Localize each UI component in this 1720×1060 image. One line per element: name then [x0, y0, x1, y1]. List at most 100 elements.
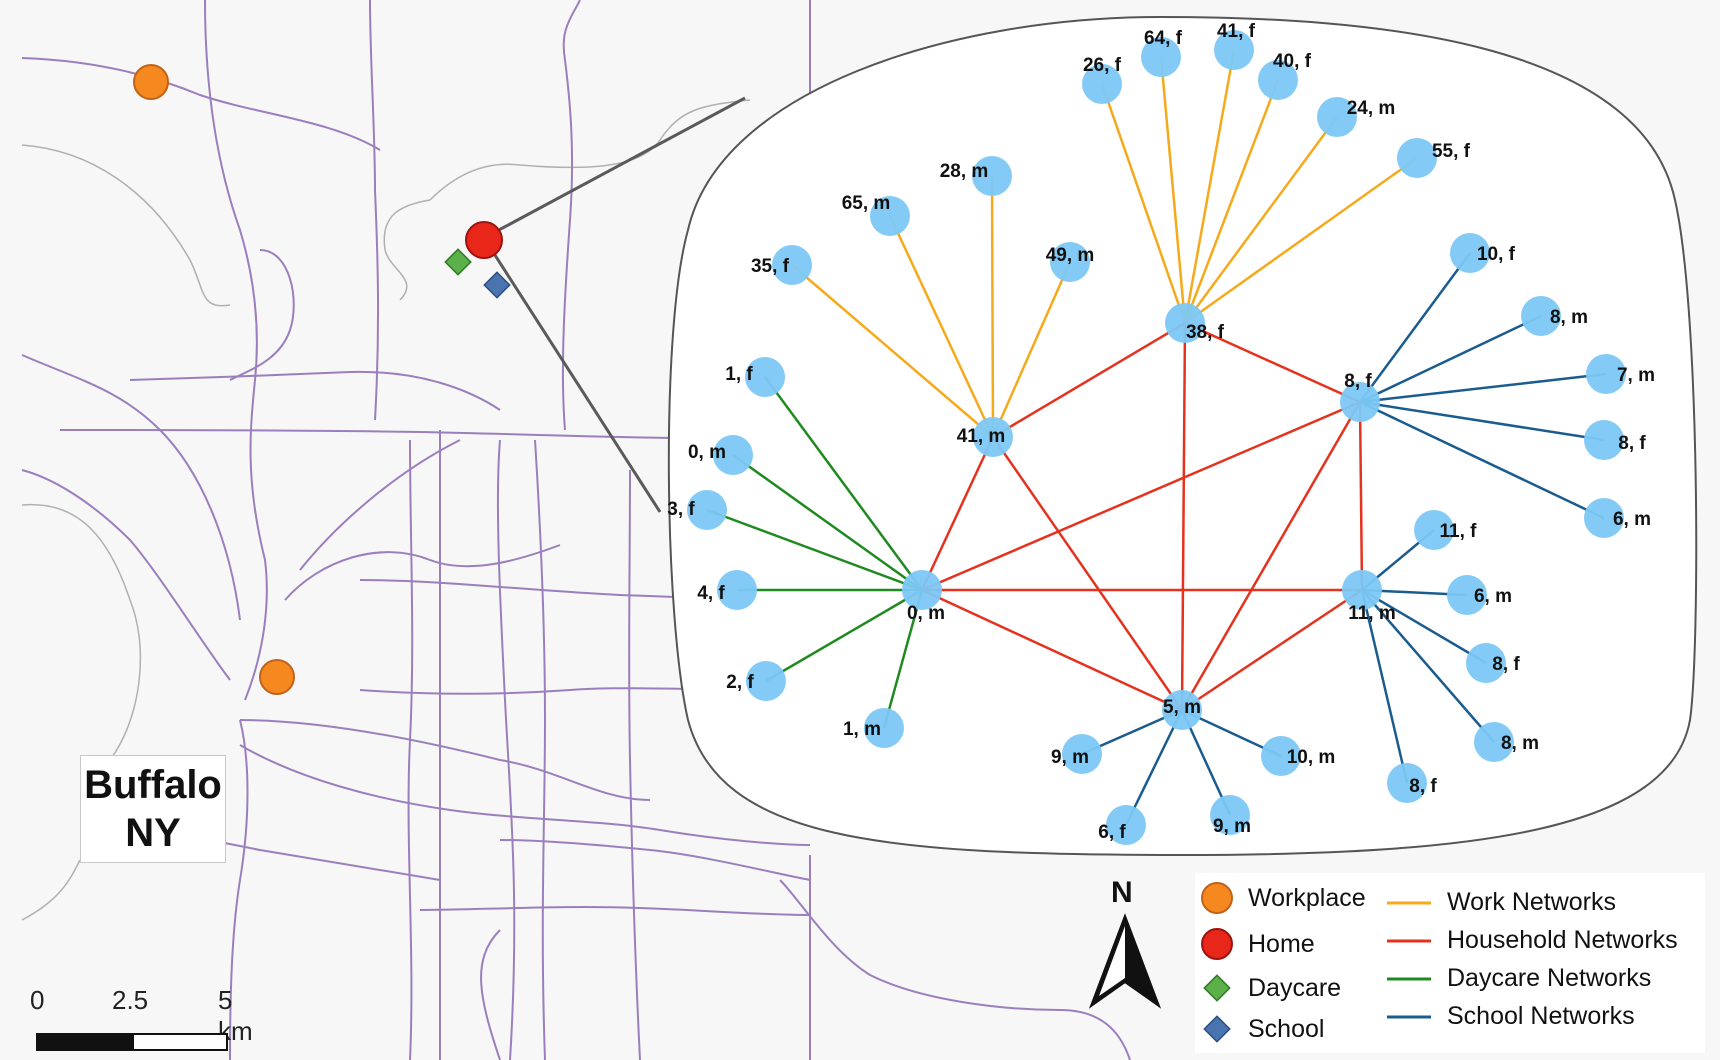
person-node[interactable] — [717, 570, 757, 610]
person-node[interactable] — [972, 156, 1012, 196]
legend-item-daycare-networks: Daycare Networks — [1385, 964, 1651, 993]
person-node[interactable] — [1447, 575, 1487, 615]
household-member-node[interactable] — [973, 417, 1013, 457]
person-node[interactable] — [870, 196, 910, 236]
node-label: 0, m — [907, 603, 945, 624]
person-node[interactable] — [1141, 37, 1181, 77]
state-name: NY — [125, 811, 181, 855]
person-node[interactable] — [864, 708, 904, 748]
person-node[interactable] — [1261, 736, 1301, 776]
network-edge — [732, 453, 923, 592]
scale-tick-0: 0 — [30, 985, 45, 1015]
workplace-marker[interactable] — [133, 64, 169, 100]
person-node[interactable] — [1106, 805, 1146, 845]
school-marker[interactable] — [483, 271, 511, 299]
person-node[interactable] — [1397, 138, 1437, 178]
household-edge — [1184, 321, 1361, 404]
node-label: 8, m — [1550, 307, 1588, 328]
network-edge — [1159, 56, 1187, 324]
person-node[interactable] — [1586, 354, 1626, 394]
scale-bar-graphic — [36, 1033, 228, 1051]
node-label: 28, m — [940, 161, 989, 182]
node-label: 41, f — [1217, 21, 1256, 42]
household-member-node[interactable] — [902, 570, 942, 610]
node-label: 6, m — [1613, 509, 1651, 530]
node-label: 55, f — [1432, 141, 1471, 162]
person-node[interactable] — [713, 435, 753, 475]
network-edge — [991, 261, 1072, 438]
legend: Workplace Home Daycare School Work Netwo… — [1195, 873, 1705, 1053]
node-label: 64, f — [1144, 28, 1183, 49]
network-edge — [1361, 588, 1487, 665]
household-edge — [920, 436, 995, 591]
node-label: 9, m — [1213, 816, 1251, 837]
daycare-marker[interactable] — [444, 248, 472, 276]
person-node[interactable] — [746, 661, 786, 701]
person-node[interactable] — [1210, 795, 1250, 835]
legend-label: Daycare — [1248, 973, 1342, 1002]
north-arrow-icon — [1088, 913, 1162, 1009]
node-label: 49, m — [1046, 245, 1095, 266]
network-edge — [1183, 116, 1339, 324]
person-node[interactable] — [687, 490, 727, 530]
legend-label: Workplace — [1248, 883, 1366, 912]
north-arrow: N — [1085, 876, 1165, 1009]
legend-item-workplace: Workplace — [1200, 881, 1366, 915]
person-node[interactable] — [1466, 643, 1506, 683]
network-edge — [1184, 156, 1418, 325]
person-node[interactable] — [1062, 734, 1102, 774]
person-node[interactable] — [1050, 242, 1090, 282]
person-node[interactable] — [745, 357, 785, 397]
person-node[interactable] — [1414, 510, 1454, 550]
node-label: 3, f — [667, 499, 695, 520]
household-edge — [1358, 401, 1364, 591]
legend-item-school-networks: School Networks — [1385, 1002, 1635, 1031]
network-edge — [765, 588, 923, 683]
node-label: 11, f — [1440, 521, 1478, 542]
household-edge — [992, 321, 1186, 439]
person-node[interactable] — [1258, 60, 1298, 100]
person-node[interactable] — [1317, 97, 1357, 137]
network-edge — [1359, 314, 1542, 404]
node-label: 5, m — [1163, 697, 1201, 718]
person-node[interactable] — [1387, 763, 1427, 803]
node-label: 8, f — [1618, 433, 1646, 454]
person-node[interactable] — [1521, 296, 1561, 336]
household-member-node[interactable] — [1165, 303, 1205, 343]
node-label: 41, m — [957, 426, 1006, 447]
school-legend-icon — [1203, 1015, 1231, 1043]
node-label: 26, f — [1083, 55, 1122, 76]
legend-item-home: Home — [1200, 927, 1315, 961]
node-label: 11, m — [1348, 603, 1396, 624]
person-node[interactable] — [1584, 420, 1624, 460]
home-marker[interactable] — [465, 221, 503, 259]
legend-label: School — [1248, 1014, 1325, 1043]
workplace-marker[interactable] — [259, 659, 295, 695]
household-edge — [921, 588, 1183, 712]
minor-roads — [21, 99, 751, 921]
person-node[interactable] — [772, 245, 812, 285]
person-node[interactable] — [1214, 30, 1254, 70]
person-node[interactable] — [1082, 64, 1122, 104]
household-edge — [921, 400, 1361, 592]
network-edge — [763, 376, 924, 591]
household-edge — [1181, 588, 1363, 712]
north-label: N — [1111, 876, 1133, 909]
legend-label: Daycare Networks — [1447, 964, 1652, 992]
node-label: 4, f — [697, 583, 725, 604]
node-label: 10, m — [1287, 747, 1336, 768]
household-member-node[interactable] — [1162, 690, 1202, 730]
node-label: 10, f — [1477, 244, 1516, 265]
network-edge — [1183, 49, 1236, 324]
person-node[interactable] — [1474, 722, 1514, 762]
household-member-node[interactable] — [1340, 382, 1380, 422]
household-member-node[interactable] — [1342, 570, 1382, 610]
node-label: 8, f — [1409, 776, 1437, 797]
person-node[interactable] — [1584, 498, 1624, 538]
network-edge — [706, 508, 923, 592]
person-node[interactable] — [1450, 233, 1490, 273]
node-label: 1, f — [725, 364, 753, 385]
legend-label: Household Networks — [1447, 926, 1678, 954]
